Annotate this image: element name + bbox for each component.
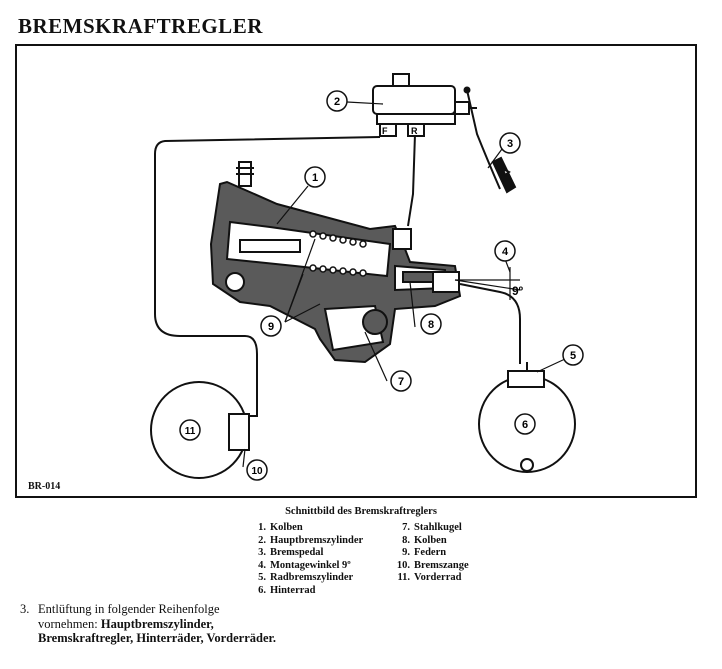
figure-code: BR-014 xyxy=(28,481,61,492)
angle-label: 9º xyxy=(512,284,524,298)
page-title: BREMSKRAFTREGLER xyxy=(18,14,263,38)
steel-ball xyxy=(362,309,388,335)
front-brake-line xyxy=(154,136,381,417)
callout-8-label: 8 xyxy=(428,319,434,331)
legend-left: 1.Kolben 2.Hauptbremszylinder 3.Bremsped… xyxy=(250,522,363,598)
callout-9 xyxy=(260,315,282,337)
legend-item: 8.Kolben xyxy=(402,534,447,546)
diagram-frame xyxy=(15,44,697,498)
legend-item: 7.Stahlkugel xyxy=(402,522,462,533)
rear-wheel-bleeder xyxy=(520,458,534,472)
callout-10-label: 10 xyxy=(251,466,263,477)
legend-item: 4.Montagewinkel 9º xyxy=(258,559,351,571)
callout-5-label: 5 xyxy=(570,350,576,362)
brake-caliper xyxy=(228,413,250,451)
callout-3 xyxy=(499,132,521,154)
legend-item: 2.Hauptbremszylinder xyxy=(258,534,364,546)
callout-2-label: 2 xyxy=(334,96,340,108)
callout-10 xyxy=(246,459,268,481)
callout-1-label: 1 xyxy=(312,172,318,184)
legend-item: 5.Radbremszylinder xyxy=(258,572,354,584)
callout-9-label: 9 xyxy=(268,321,274,333)
callout-7-label: 7 xyxy=(398,376,404,388)
rear-brake-line xyxy=(459,283,521,364)
callout-8 xyxy=(420,313,442,335)
legend-right: 7.Stahlkugel 8.Kolben 9.Federn 10.Bremsz… xyxy=(388,522,469,585)
callout-11 xyxy=(179,419,201,441)
callout-6-label: 6 xyxy=(522,419,528,431)
legend-item: 3.Bremspedal xyxy=(258,547,324,559)
step-number: 3. xyxy=(20,602,30,616)
brake-pedal xyxy=(463,86,517,194)
step-order: Hauptbremszylinder, Bremskraftregler, Hi… xyxy=(38,616,277,646)
figure-caption: Schnittbild des Bremskraftreglers xyxy=(285,506,437,517)
step-text: Entlüftung in folgender Reihenfolge vorn… xyxy=(38,602,220,631)
mounting-angle xyxy=(454,267,521,300)
callout-5 xyxy=(562,344,584,366)
legend-item: 10.Bremszange xyxy=(396,559,469,571)
port-label-rear: R xyxy=(411,126,418,136)
callout-2 xyxy=(326,90,348,112)
legend-item: 6.Hinterrad xyxy=(258,584,316,596)
brake-regulator-diagram: F R xyxy=(150,73,584,481)
legend-item: 9.Federn xyxy=(402,547,447,559)
callout-1 xyxy=(304,166,326,188)
legend-item: 11.Vorderrad xyxy=(397,572,462,584)
wheel-cylinder xyxy=(507,370,545,388)
callout-4-label: 4 xyxy=(502,246,509,258)
callout-11-label: 11 xyxy=(185,426,196,437)
instruction-step: 3. Entlüftung in folgender Reihenfolge v… xyxy=(20,602,280,646)
master-cylinder xyxy=(372,73,477,137)
callout-3-label: 3 xyxy=(507,138,513,150)
regulator-body xyxy=(209,161,462,364)
port-label-front: F xyxy=(382,126,388,136)
callouts xyxy=(179,90,584,481)
legend-item: 1.Kolben xyxy=(258,522,303,533)
rear-feed-line xyxy=(407,133,416,227)
callout-6 xyxy=(514,413,536,435)
callout-4 xyxy=(494,240,516,262)
callout-7 xyxy=(390,370,412,392)
